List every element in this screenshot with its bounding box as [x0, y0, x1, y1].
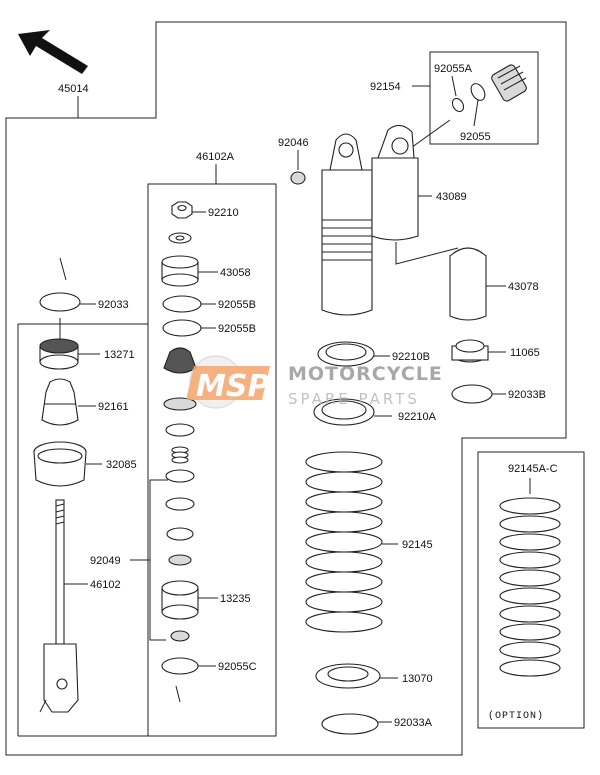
- front-arrow-icon: [18, 30, 88, 74]
- circlip-92033a[interactable]: [321, 713, 379, 735]
- label-92210a[interactable]: 92210A: [398, 411, 437, 423]
- label-92210[interactable]: 92210: [208, 207, 239, 219]
- spring-92145[interactable]: [305, 451, 383, 633]
- label-92033[interactable]: 92033: [98, 299, 129, 311]
- label-92055b-2[interactable]: 92055B: [218, 323, 256, 335]
- label-46102[interactable]: 46102: [90, 579, 121, 591]
- label-13271[interactable]: 13271: [104, 349, 135, 361]
- circlip-92033[interactable]: [39, 292, 81, 312]
- bushing-11065[interactable]: [451, 339, 489, 363]
- piston-rod-46102[interactable]: [39, 499, 79, 713]
- o-ring-92055b-2[interactable]: [162, 319, 202, 337]
- watermark-logo-icon: [186, 366, 270, 400]
- label-92049[interactable]: 92049: [90, 555, 121, 567]
- label-92055[interactable]: 92055: [460, 131, 491, 143]
- label-92046[interactable]: 92046: [278, 137, 309, 149]
- label-92033b[interactable]: 92033B: [508, 389, 546, 401]
- subassembly-box-46102a: [147, 183, 277, 737]
- label-11065[interactable]: 11065: [510, 347, 540, 359]
- option-spring-92145a-c[interactable]: [499, 497, 561, 677]
- o-ring-92055[interactable]: [468, 81, 487, 103]
- o-ring-92055c[interactable]: [161, 657, 199, 675]
- label-92055a[interactable]: 92055A: [434, 63, 473, 75]
- label-92033a[interactable]: 92033A: [394, 717, 433, 729]
- o-ring-92055b-1[interactable]: [162, 295, 202, 313]
- label-92055b-1[interactable]: 92055B: [218, 299, 256, 311]
- nut-92210a[interactable]: [313, 398, 375, 426]
- shim-1[interactable]: [165, 469, 195, 483]
- svg-text:MOTORCYCLE: MOTORCYCLE: [288, 363, 443, 385]
- reservoir-cap-43078[interactable]: [449, 247, 487, 321]
- bushing-43058[interactable]: [161, 255, 199, 287]
- collar-bottom[interactable]: [170, 630, 190, 642]
- piston-13235[interactable]: [161, 580, 199, 620]
- circlip-92033b[interactable]: [451, 384, 493, 404]
- label-92154[interactable]: 92154: [370, 81, 401, 93]
- o-ring-92055a[interactable]: [450, 96, 466, 113]
- spring-seat-13070[interactable]: [315, 663, 381, 689]
- nut-92210b[interactable]: [317, 341, 375, 367]
- watermark: MSP MOTORCYCLE SPARE PARTS: [186, 355, 443, 409]
- label-46102a[interactable]: 46102A: [196, 151, 235, 163]
- adjuster-screw-92154[interactable]: [490, 64, 528, 103]
- label-92145[interactable]: 92145: [402, 539, 433, 551]
- seal-head[interactable]: [163, 347, 197, 374]
- valve-stack[interactable]: [171, 446, 189, 464]
- washer-1[interactable]: [163, 397, 197, 411]
- shim-3[interactable]: [166, 527, 194, 541]
- label-43078[interactable]: 43078: [508, 281, 539, 293]
- label-92145a-c[interactable]: 92145A-C: [508, 463, 558, 475]
- shim-2[interactable]: [165, 497, 195, 511]
- label-92055c[interactable]: 92055C: [218, 661, 257, 673]
- shock-body-43089[interactable]: [321, 124, 419, 316]
- assembly-border: [5, 21, 567, 756]
- option-label: (OPTION): [488, 710, 544, 722]
- label-92161[interactable]: 92161: [98, 401, 129, 413]
- collar-92049[interactable]: [168, 554, 192, 566]
- nut-92210[interactable]: [171, 201, 193, 219]
- svg-text:MSP: MSP: [196, 369, 269, 404]
- label-13070[interactable]: 13070: [402, 673, 433, 685]
- label-32085[interactable]: 32085: [106, 459, 137, 471]
- label-43089[interactable]: 43089: [436, 191, 467, 203]
- bump-cap-13271[interactable]: [39, 338, 79, 370]
- washer-2[interactable]: [165, 423, 195, 437]
- label-45014[interactable]: 45014: [58, 83, 89, 95]
- label-43058[interactable]: 43058: [220, 267, 251, 279]
- option-box: [477, 451, 585, 729]
- label-92210b[interactable]: 92210B: [392, 351, 430, 363]
- label-13235[interactable]: 13235: [220, 593, 251, 605]
- cover-32085[interactable]: [33, 441, 87, 487]
- svg-text:SPARE PARTS: SPARE PARTS: [288, 390, 420, 408]
- collar-92046[interactable]: [290, 171, 306, 185]
- bump-rubber-92161[interactable]: [41, 378, 79, 426]
